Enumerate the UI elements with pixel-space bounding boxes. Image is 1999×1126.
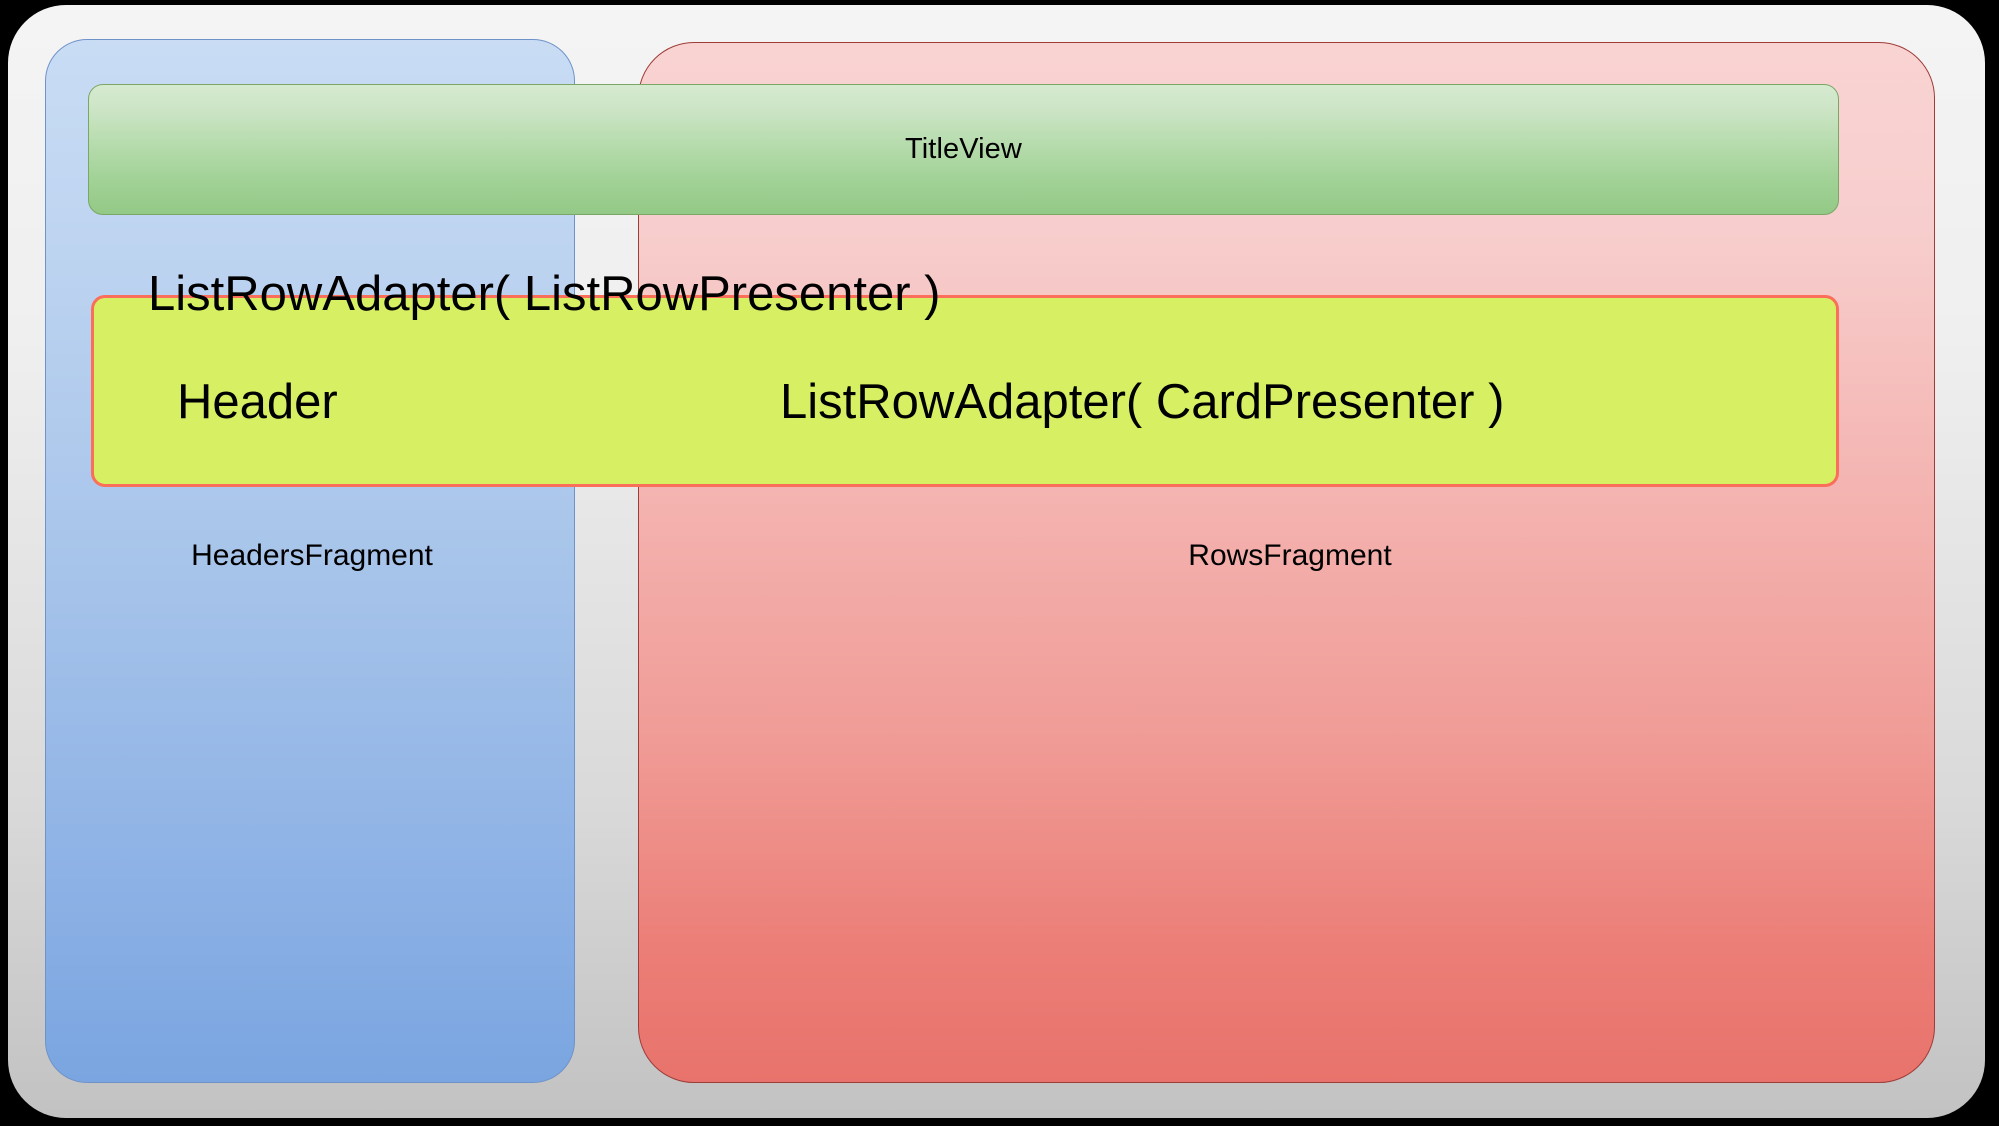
headers-fragment-label: HeadersFragment — [191, 539, 433, 572]
rows-fragment-label: RowsFragment — [1188, 539, 1392, 572]
header-label: Header — [177, 375, 338, 429]
rows-fragment-panel[interactable] — [638, 42, 1935, 1083]
list-row-adapter-list-row-presenter-label: ListRowAdapter( ListRowPresenter ) — [148, 267, 941, 321]
title-view-box[interactable]: TitleView — [88, 84, 1839, 215]
list-row-adapter-card-presenter-label: ListRowAdapter( CardPresenter ) — [780, 375, 1505, 429]
title-view-label: TitleView — [905, 133, 1022, 165]
row-adapter-panel-box[interactable] — [91, 295, 1839, 487]
